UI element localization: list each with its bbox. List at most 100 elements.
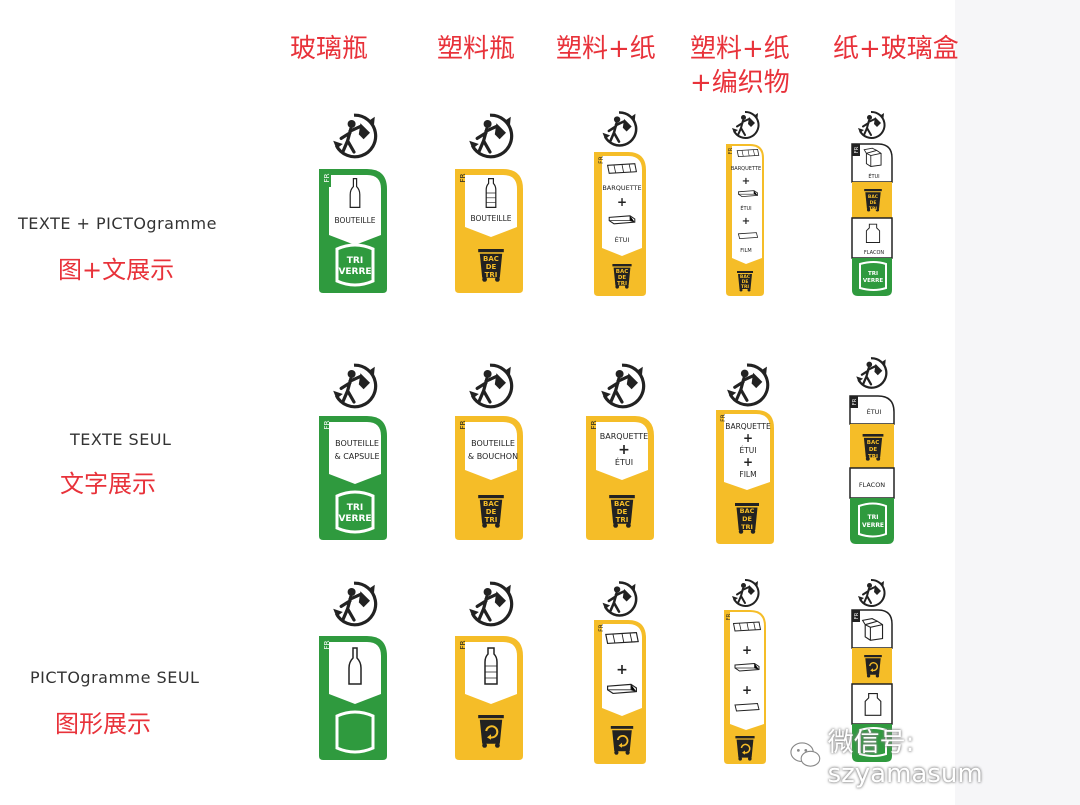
plus-sign: + bbox=[617, 195, 627, 209]
label-tri-bin: TRI bbox=[616, 516, 629, 524]
fr-badge: FR bbox=[459, 420, 467, 429]
label-bouteille: BOUTEILLE bbox=[471, 439, 515, 448]
wechat-icon bbox=[790, 742, 821, 767]
label-tri-bin: TRI bbox=[741, 284, 750, 290]
label-etui: ÉTUI bbox=[615, 235, 630, 244]
fr-badge: FR bbox=[854, 612, 860, 619]
triman-logo-icon bbox=[598, 362, 646, 410]
label-flacon: FLACON bbox=[864, 250, 885, 256]
label-verre: VERRE bbox=[338, 514, 371, 524]
label-verre: VERRE bbox=[338, 267, 371, 277]
plus-sign: + bbox=[742, 216, 750, 227]
wechat-watermark: 微信号: szyamasum bbox=[790, 728, 1060, 789]
info-tri-panel-paper-glass-picto: FR bbox=[851, 609, 893, 762]
label-etui: ÉTUI bbox=[867, 407, 882, 416]
row-label-text-only: TEXTE SEUL bbox=[70, 430, 172, 449]
fr-badge: FR bbox=[854, 146, 860, 153]
label-film: FILM bbox=[739, 470, 756, 479]
triman-logo-icon bbox=[600, 580, 638, 618]
info-tri-panel-plastic-paper: FR BARQUETTE + ÉTUI BAC DE TRI bbox=[594, 152, 646, 296]
label-etui: ÉTUI bbox=[740, 204, 751, 212]
row-label-picto-only-cn: 图形展示 bbox=[55, 710, 151, 738]
side-margin bbox=[955, 0, 1080, 805]
triman-logo-icon bbox=[856, 110, 886, 140]
fr-badge: FR bbox=[323, 173, 331, 182]
label-tri-bin: TRI bbox=[617, 281, 627, 287]
label-tri-bin: TRI bbox=[485, 516, 498, 524]
label-de: DE bbox=[617, 508, 628, 516]
info-tri-panel-glass: FR BOUTEILLE TRI VERRE bbox=[319, 169, 387, 293]
triman-logo-icon bbox=[730, 578, 760, 608]
label-etui: ÉTUI bbox=[868, 172, 879, 180]
triman-logo-icon bbox=[466, 362, 514, 410]
label-bac: BAC bbox=[740, 507, 755, 515]
label-verre: VERRE bbox=[863, 278, 883, 284]
info-tri-panel-plastic-paper-text: FR BARQUETTE + ÉTUI BAC DE TRI bbox=[586, 416, 654, 540]
label-bac: BAC bbox=[868, 194, 879, 200]
label-de: DE bbox=[870, 200, 877, 206]
label-etui: ÉTUI bbox=[739, 446, 756, 455]
label-de: DE bbox=[869, 447, 878, 453]
info-tri-panel-paper-glass-text: FR ÉTUI BAC DE TRI FLACON TRI VERRE bbox=[849, 395, 895, 544]
plus-sign: + bbox=[618, 442, 630, 458]
label-tri-bin: TRI bbox=[485, 271, 498, 279]
info-tri-panel-plastic: FR BOUTEILLE BAC DE TRI bbox=[455, 169, 523, 293]
fr-badge: FR bbox=[323, 640, 331, 649]
fr-badge: FR bbox=[720, 414, 727, 422]
row-label-text-only-cn: 文字展示 bbox=[60, 470, 156, 498]
column-header-plastic-paper-textile: 塑料+纸 +编织物 bbox=[690, 34, 790, 98]
info-tri-panel-plastic-paper-film: FR BARQUETTE + ÉTUI + FILM BAC DE TRI bbox=[726, 144, 764, 296]
info-tri-panel-plastic-paper-picto: FR + bbox=[594, 620, 646, 764]
label-de: DE bbox=[486, 508, 497, 516]
label-flacon: FLACON bbox=[859, 481, 885, 489]
info-tri-panel-glass-picto: FR bbox=[319, 636, 387, 760]
info-tri-panel-plastic-text: FR BOUTEILLE & BOUCHON BAC DE TRI bbox=[455, 416, 523, 540]
watermark-text: 微信号: szyamasum bbox=[827, 727, 983, 789]
column-header-glass-bottle: 玻璃瓶 bbox=[290, 34, 369, 64]
fr-badge: FR bbox=[852, 398, 858, 405]
header-band bbox=[0, 0, 1080, 80]
label-bac: BAC bbox=[867, 440, 880, 446]
label-barquette: BARQUETTE bbox=[602, 184, 641, 192]
label-tri: TRI bbox=[868, 271, 878, 277]
label-tri-bin: TRI bbox=[741, 523, 753, 531]
label-bouchon: & BOUCHON bbox=[468, 452, 518, 461]
row-label-picto-only: PICTOgramme SEUL bbox=[30, 668, 200, 687]
plus-sign: + bbox=[616, 662, 628, 678]
label-bac: BAC bbox=[483, 500, 499, 508]
label-de: DE bbox=[618, 275, 627, 281]
info-tri-panel-plastic-paper-film-picto: FR + + bbox=[724, 610, 766, 764]
label-tri: TRI bbox=[347, 256, 363, 266]
fr-badge: FR bbox=[726, 613, 732, 620]
fr-badge: FR bbox=[459, 640, 467, 649]
info-tri-panel-glass-text: FR BOUTEILLE & CAPSULE TRI VERRE bbox=[319, 416, 387, 540]
label-tri-bin: TRI bbox=[869, 206, 878, 212]
label-bac: BAC bbox=[616, 269, 629, 275]
row-label-text-picto: TEXTE + PICTOgramme bbox=[18, 214, 217, 233]
triman-logo-icon bbox=[600, 110, 638, 148]
info-tri-panel-plastic-picto: FR bbox=[455, 636, 523, 760]
fr-badge: FR bbox=[598, 156, 605, 164]
label-bouteille: BOUTEILLE bbox=[334, 216, 375, 225]
triman-logo-icon bbox=[856, 578, 886, 608]
info-tri-panel-paper-glass: FR ÉTUI BAC DE TRI FLACON TRI VERRE bbox=[851, 143, 893, 296]
triman-logo-icon bbox=[330, 362, 378, 410]
label-tri: TRI bbox=[347, 503, 363, 513]
plus-sign: + bbox=[742, 176, 750, 187]
label-film: FILM bbox=[740, 248, 751, 254]
label-de: DE bbox=[742, 279, 749, 285]
fr-badge: FR bbox=[323, 420, 331, 429]
label-capsule: & CAPSULE bbox=[334, 452, 379, 461]
fr-badge: FR bbox=[459, 173, 467, 182]
label-barquette: BARQUETTE bbox=[725, 422, 771, 431]
triman-logo-icon bbox=[330, 580, 378, 628]
column-header-paper-glass-box: 纸+玻璃盒 bbox=[833, 34, 959, 64]
label-etui: ÉTUI bbox=[615, 456, 633, 467]
triman-logo-icon bbox=[730, 110, 760, 140]
triman-logo-icon bbox=[854, 356, 888, 390]
plus-sign: + bbox=[742, 683, 752, 697]
label-verre: VERRE bbox=[862, 522, 884, 529]
label-bac: BAC bbox=[740, 274, 751, 280]
row-label-text-picto-cn: 图+文展示 bbox=[58, 256, 175, 284]
fr-badge: FR bbox=[598, 624, 605, 632]
